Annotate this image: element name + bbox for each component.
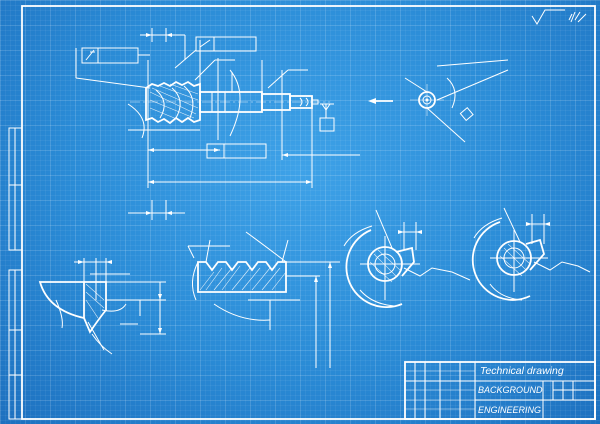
roughness-symbol-icon (531, 9, 587, 25)
cross-section-b (471, 207, 591, 301)
title-block-engineering: ENGINEERING (478, 405, 542, 415)
cross-section-a (343, 209, 471, 309)
title-block-background: BACKGROUND (478, 385, 543, 395)
view-direction-arrow (368, 98, 393, 104)
tap-side-view (75, 28, 360, 220)
cutting-profile-view (38, 258, 166, 355)
binding-strip (8, 127, 23, 420)
sheet-frame (21, 5, 596, 420)
title-block-title: Technical drawing (480, 365, 564, 377)
title-block (404, 361, 596, 420)
thread-profile-view (187, 231, 340, 368)
tap-end-view (404, 59, 509, 143)
